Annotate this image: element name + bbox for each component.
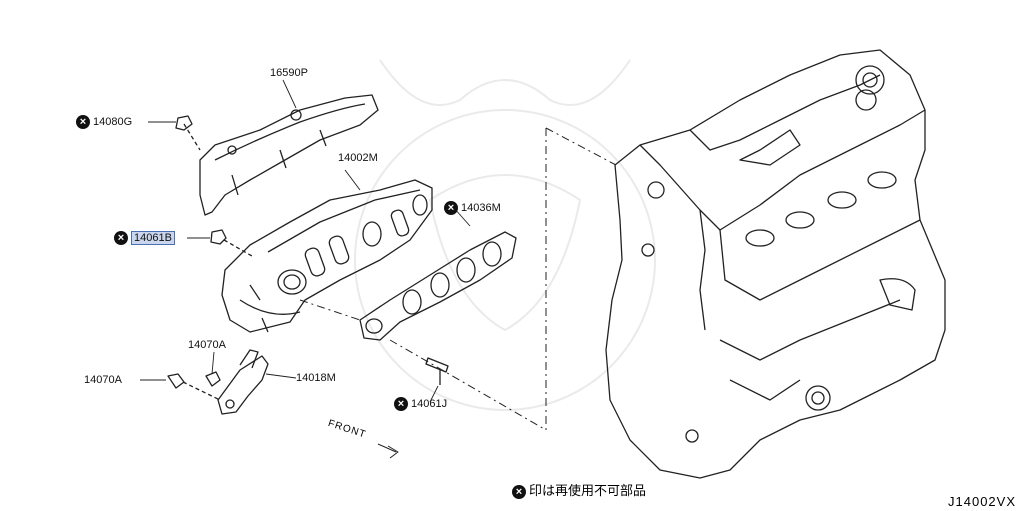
part-label-14061j[interactable]: ×14061J — [394, 397, 447, 412]
highlighted-part-number: 14061B — [131, 231, 175, 245]
part-label-14070a-left[interactable]: 14070A — [84, 374, 122, 386]
non-reusable-icon: × — [444, 201, 458, 216]
watermark-emblem — [354, 59, 656, 411]
part-label-14080g[interactable]: ×14080G — [76, 115, 132, 130]
non-reusable-icon: × — [394, 397, 408, 412]
heat-insulator-shape — [199, 94, 379, 216]
legend-note: ×印は再使用不可部品 — [512, 480, 646, 499]
gasket-shape — [359, 231, 517, 341]
part-label-14036m[interactable]: ×14036M — [444, 201, 501, 216]
exhaust-manifold-shape — [221, 179, 433, 333]
part-label-14018m[interactable]: 14018M — [296, 372, 336, 384]
bolt-14080g-shape — [175, 115, 201, 151]
bracket-shape — [217, 349, 269, 415]
diagram-code: J14002VX — [948, 494, 1016, 509]
nut-14061b-shape — [210, 229, 227, 245]
stud-14061j-shape — [425, 357, 449, 373]
part-label-14061b[interactable]: ×14061B — [114, 231, 175, 246]
non-reusable-icon: × — [114, 231, 128, 246]
part-label-14070a-top[interactable]: 14070A — [188, 339, 226, 351]
part-label-14002m[interactable]: 14002M — [338, 152, 378, 164]
non-reusable-icon: × — [76, 115, 90, 130]
part-label-16590p[interactable]: 16590P — [270, 67, 308, 79]
engine-block-shape — [605, 49, 946, 479]
non-reusable-icon: × — [512, 484, 526, 499]
